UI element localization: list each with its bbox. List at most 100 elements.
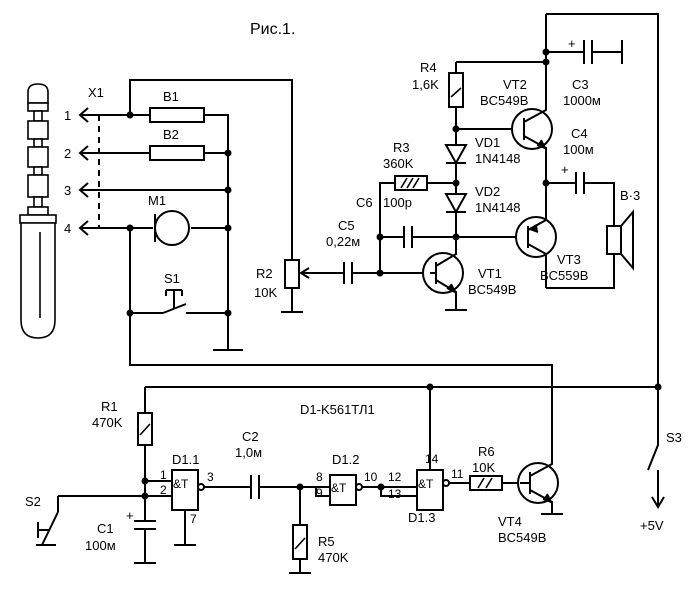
junction-dot — [224, 186, 232, 194]
d11-pin-7: 7 — [190, 512, 197, 526]
c3-plus: + — [568, 36, 576, 51]
x1-pin-1: 1 — [64, 108, 71, 123]
b2-label: B2 — [163, 127, 179, 142]
figure-title: Рис.1. — [250, 21, 295, 38]
d12-pin-9: 9 — [316, 486, 323, 500]
junction-dot — [376, 233, 384, 241]
r3-symbol — [394, 175, 428, 191]
d13-gate — [416, 469, 444, 511]
r4-value: 1,6K — [412, 77, 439, 92]
d12-pin-10: 10 — [364, 470, 378, 484]
c5-value: 0,22м — [326, 234, 360, 249]
speaker-wire — [546, 254, 615, 289]
chip-label: D1-K561ТЛ1 — [300, 402, 375, 417]
d13-output-bubble — [442, 479, 450, 487]
d11-ground — [174, 510, 196, 546]
supply-label: +5V — [640, 518, 664, 533]
speaker-label: B·3 — [620, 188, 640, 203]
junction-dot — [377, 483, 385, 491]
vt1-transistor-symbol — [422, 237, 464, 310]
c6-symbol — [403, 226, 413, 248]
r2-ground — [281, 288, 303, 313]
b1-symbol — [149, 107, 205, 123]
r6-value: 10K — [472, 460, 495, 475]
vt2-label: VT2 — [503, 77, 527, 92]
d13-label: D1.3 — [408, 510, 435, 525]
d11-inputs — [145, 480, 172, 497]
vt4-label: VT4 — [498, 514, 522, 529]
junction-dot — [126, 224, 134, 232]
d13-pin-12: 12 — [388, 470, 402, 484]
s3-switch-symbol — [647, 390, 665, 509]
d13-symbol: &T — [418, 477, 434, 491]
vt3-value: BC559B — [540, 268, 588, 283]
c1-plus: + — [126, 508, 134, 523]
x1-pin-3: 3 — [64, 183, 71, 198]
x1-label: X1 — [88, 85, 104, 100]
vt4-value: BC549B — [498, 530, 546, 545]
junction-dot — [542, 58, 550, 66]
d11-label: D1.1 — [172, 452, 199, 467]
vt2-value: BC549B — [480, 93, 528, 108]
s2-wire — [57, 495, 145, 512]
c4-symbol — [575, 172, 585, 194]
junction-dot — [224, 309, 232, 317]
r3-hatch — [400, 177, 420, 189]
vt3-label: VT3 — [557, 252, 581, 267]
d11-symbol: &T — [173, 477, 189, 491]
c2-value: 1,0м — [235, 445, 262, 460]
d12-symbol: &T — [331, 481, 347, 495]
r2-symbol — [284, 259, 300, 289]
junction-dot — [376, 269, 384, 277]
r1-symbol — [137, 412, 153, 446]
vd2-symbol — [444, 193, 468, 215]
c4-wire — [546, 182, 615, 226]
c4-label: C4 — [571, 126, 588, 141]
r6-hatch — [477, 477, 493, 489]
vd1-value: 1N4148 — [475, 151, 521, 166]
c1-value: 100м — [85, 538, 116, 553]
d12-inputs — [315, 487, 330, 497]
x1-pin-4: 4 — [64, 221, 71, 236]
r1-hatch — [139, 423, 151, 436]
vt3-transistor-symbol — [515, 183, 557, 288]
b2-symbol — [149, 145, 205, 161]
d12-output-bubble — [355, 483, 363, 491]
junction-dot — [654, 383, 662, 391]
d13-pin-14: 14 — [425, 452, 439, 466]
vt2-transistor-symbol — [511, 62, 553, 183]
junction-dot — [426, 383, 434, 391]
vd2-value: 1N4148 — [475, 200, 521, 215]
r4-hatch — [450, 87, 462, 98]
s3-label: S3 — [666, 430, 682, 445]
vd2-label: VD2 — [475, 184, 500, 199]
junction-dot — [126, 309, 134, 317]
r1-label: R1 — [101, 399, 118, 414]
c1-symbol — [134, 520, 156, 564]
junction-dot — [224, 224, 232, 232]
x1-connector-arrows — [78, 107, 89, 236]
d11-pin-1: 1 — [160, 468, 167, 482]
microphone-icon — [154, 210, 190, 246]
d11-pin-3: 3 — [207, 470, 214, 484]
r5-symbol — [292, 524, 308, 560]
c3-symbol — [583, 40, 623, 64]
r2-value: 10K — [254, 285, 277, 300]
c1-label: C1 — [97, 521, 114, 536]
d12-pin-8: 8 — [316, 470, 323, 484]
speaker-icon — [606, 209, 634, 271]
r3-label: R3 — [393, 140, 410, 155]
b1-label: B1 — [163, 89, 179, 104]
headset-plug-icon — [19, 83, 57, 339]
vt1-value: BC549B — [468, 282, 516, 297]
r4-symbol — [448, 72, 464, 108]
vt4-transistor-symbol — [517, 448, 559, 514]
junction-dot — [542, 48, 550, 56]
timer-rail — [144, 386, 658, 521]
r6-symbol — [469, 475, 503, 491]
vt1-label: VT1 — [478, 266, 502, 281]
d13-pin-13: 13 — [388, 487, 402, 501]
junction-dot — [296, 483, 304, 491]
d12-gate — [329, 474, 357, 506]
r4-label: R4 — [420, 60, 437, 75]
